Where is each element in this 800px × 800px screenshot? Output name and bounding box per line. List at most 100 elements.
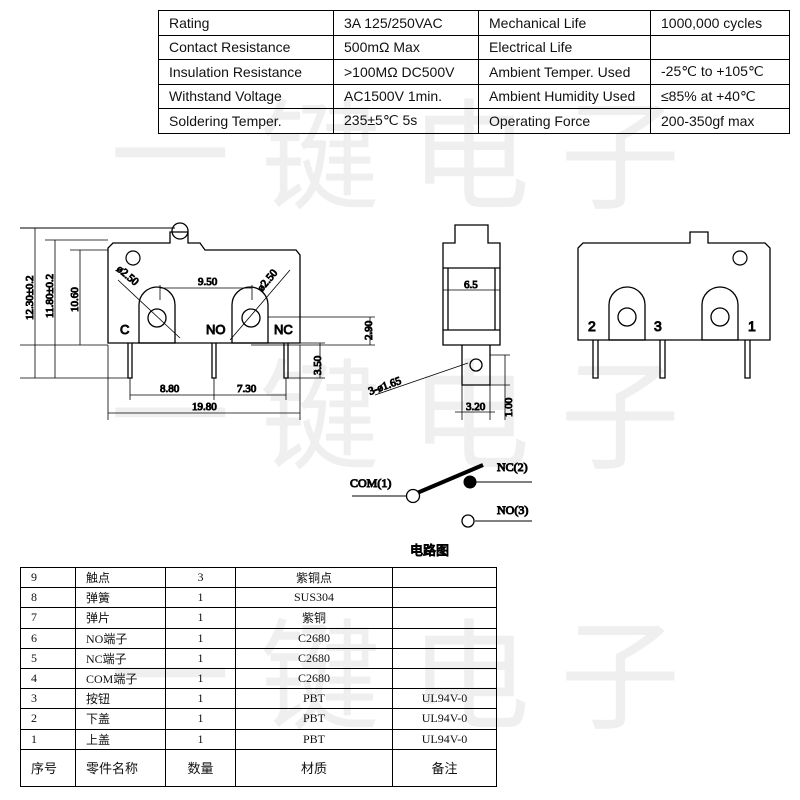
spec-cell: ≤85% at +40℃ — [650, 83, 790, 109]
label-no: NO(3) — [497, 503, 528, 517]
parts-cell: 触点 — [75, 566, 166, 589]
parts-cell: 2 — [20, 708, 76, 730]
label-nc: NC(2) — [497, 460, 528, 474]
circuit-diagram — [352, 463, 532, 528]
logo-icon — [125, 250, 141, 266]
watermark: 一键电子 — [110, 349, 710, 488]
parts-cell: 1 — [165, 688, 236, 710]
dim-10-60: 10.60 — [69, 287, 81, 312]
spec-cell: Withstand Voltage — [158, 83, 334, 109]
parts-cell: 1 — [20, 728, 76, 750]
parts-cell — [392, 647, 497, 669]
spec-cell: Ambient Humidity Used — [478, 83, 651, 109]
dim-holes: 3-ø1.65 — [367, 375, 403, 398]
dim-hole-left: ø2.50 — [114, 263, 141, 288]
dim-8-80: 8.80 — [160, 383, 180, 395]
dim-3-20: 3.20 — [466, 401, 486, 413]
parts-cell: 弹片 — [75, 607, 166, 629]
dim-2-90: 2.90 — [363, 320, 375, 340]
parts-header-row: 序号零件名称数量材质备注 — [20, 748, 497, 787]
parts-cell — [392, 627, 497, 649]
parts-cell: UL94V-0 — [392, 708, 497, 730]
pins — [127, 343, 289, 379]
spec-cell: Ambient Temper. Used — [478, 59, 651, 85]
parts-cell: 1 — [165, 627, 236, 649]
parts-cell: 9 — [20, 566, 76, 589]
parts-cell: PBT — [235, 688, 393, 710]
parts-cell: 1 — [165, 607, 236, 629]
parts-cell: 1 — [165, 647, 236, 669]
pin-label-3: 3 — [654, 318, 662, 334]
parts-cell: 3 — [20, 688, 76, 710]
parts-cell: 弹簧 — [75, 587, 166, 609]
pin-label-no: NO — [206, 322, 226, 337]
dim-hole-right: ø2.50 — [255, 267, 280, 294]
label-com: COM(1) — [350, 476, 391, 490]
spec-cell: AC1500V 1min. — [333, 83, 479, 109]
parts-cell: 5 — [20, 647, 76, 669]
dim-12-30: 12.30±0.2 — [24, 275, 36, 320]
parts-cell: SUS304 — [235, 587, 393, 609]
parts-header-cell: 材质 — [235, 748, 393, 787]
dim-6-5: 6.5 — [464, 279, 478, 291]
parts-cell: 1 — [165, 667, 236, 690]
parts-cell: 按钮 — [75, 688, 166, 710]
front-view — [20, 222, 301, 379]
parts-cell — [392, 566, 497, 589]
parts-cell: UL94V-0 — [392, 728, 497, 750]
spec-cell: 1000,000 cycles — [650, 10, 790, 36]
parts-cell: C2680 — [235, 647, 393, 669]
pin-label-c: C — [120, 322, 129, 337]
parts-cell: 上盖 — [75, 728, 166, 750]
spec-cell: Soldering Temper. — [158, 108, 334, 134]
parts-cell: 3 — [165, 566, 236, 589]
dim-19-80: 19.80 — [192, 401, 217, 413]
parts-cell: 4 — [20, 667, 76, 690]
spec-cell: 200-350gf max — [650, 108, 790, 134]
spec-cell: >100MΩ DC500V — [333, 59, 479, 85]
parts-cell: 下盖 — [75, 708, 166, 730]
parts-cell: 6 — [20, 627, 76, 649]
parts-cell: 紫铜 — [235, 607, 393, 629]
pin-label-2: 2 — [588, 318, 596, 334]
parts-cell: C2680 — [235, 667, 393, 690]
parts-cell — [392, 667, 497, 690]
parts-cell: PBT — [235, 728, 393, 750]
parts-cell: NO端子 — [75, 627, 166, 649]
parts-header-cell: 序号 — [20, 748, 76, 787]
parts-cell: 1 — [165, 728, 236, 750]
parts-cell: COM端子 — [75, 667, 166, 690]
parts-cell — [392, 587, 497, 609]
dim-hole-spacing: 9.50 — [198, 276, 218, 288]
spec-cell: Insulation Resistance — [158, 59, 334, 85]
spec-cell: -25℃ to +105℃ — [650, 59, 790, 85]
pin-label-nc: NC — [274, 322, 293, 337]
lever-button — [171, 222, 189, 240]
spec-cell: 235±5℃ 5s — [333, 108, 479, 134]
parts-cell: NC端子 — [75, 647, 166, 669]
parts-cell: 1 — [165, 708, 236, 730]
parts-cell — [392, 607, 497, 629]
dim-7-30: 7.30 — [237, 383, 257, 395]
parts-cell: C2680 — [235, 627, 393, 649]
pin-label-1: 1 — [748, 318, 756, 334]
parts-cell: 7 — [20, 607, 76, 629]
parts-cell: PBT — [235, 708, 393, 730]
spec-cell: Operating Force — [478, 108, 651, 134]
side-view — [442, 224, 501, 386]
dim-11-80: 11.80±0.2 — [44, 274, 56, 318]
spec-cell: Contact Resistance — [158, 34, 334, 60]
terminal-c-boss — [138, 286, 176, 344]
